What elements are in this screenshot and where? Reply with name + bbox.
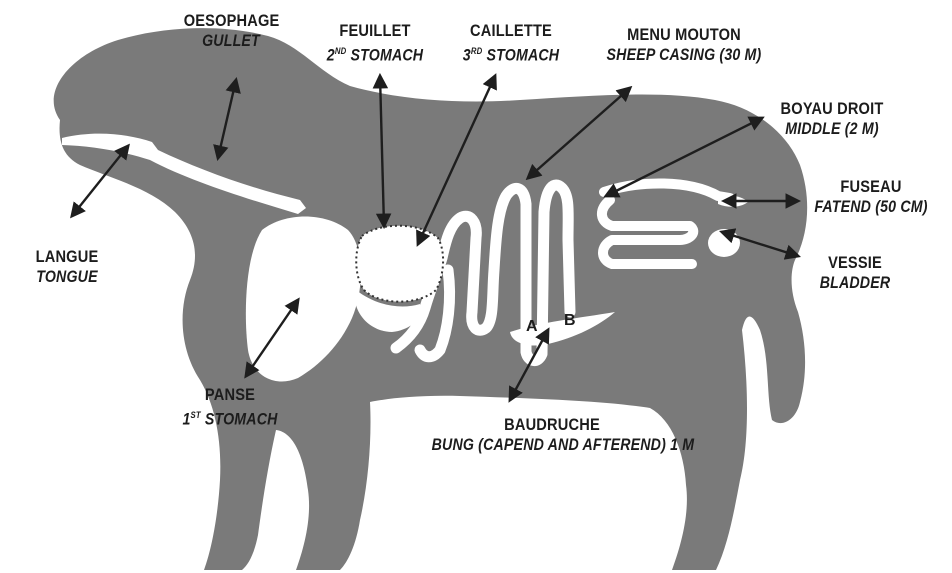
label-menu-mouton-fr: MENU MOUTON (589, 24, 778, 45)
label-boyau-droit-en: MIDDLE (2 M) (763, 119, 901, 140)
label-caillette-fr: CAILLETTE (447, 20, 576, 41)
label-caillette-en-rest: STOMACH (482, 47, 559, 65)
label-baudruche: BAUDRUCHE BUNG (CAPEND AND AFTEREND) 1 M (412, 414, 692, 456)
label-feuillet-fr: FEUILLET (311, 20, 440, 41)
label-langue-en: TONGUE (20, 267, 115, 288)
label-panse-en-num: 1 (182, 411, 190, 429)
label-caillette-en-sup: RD (471, 46, 483, 56)
label-fuseau: FUSEAU FATEND (50 CM) (796, 176, 946, 218)
label-vessie-en: BLADDER (808, 273, 903, 294)
label-fuseau-en: FATEND (50 CM) (807, 197, 936, 218)
label-menu-mouton: MENU MOUTON SHEEP CASING (30 M) (574, 24, 794, 66)
label-fuseau-fr: FUSEAU (807, 176, 936, 197)
label-panse-fr: PANSE (170, 384, 290, 405)
label-feuillet-en-sup: ND (335, 46, 347, 56)
label-oesophage-en: GULLET (184, 31, 279, 52)
label-langue: LANGUE TONGUE (12, 246, 122, 288)
label-panse: PANSE 1ST STOMACH (160, 384, 300, 431)
label-baudruche-en: BUNG (CAPEND AND AFTEREND) 1 M (432, 435, 673, 456)
label-panse-en: 1ST STOMACH (170, 405, 290, 431)
label-vessie-fr: VESSIE (808, 252, 903, 273)
label-vessie: VESSIE BLADDER (800, 252, 910, 294)
label-feuillet-en: 2ND STOMACH (311, 41, 440, 67)
label-langue-fr: LANGUE (20, 246, 115, 267)
label-boyau-droit-fr: BOYAU DROIT (763, 98, 901, 119)
label-baudruche-fr: BAUDRUCHE (432, 414, 673, 435)
label-boyau-droit: BOYAU DROIT MIDDLE (2 M) (752, 98, 912, 140)
label-caillette-en: 3RD STOMACH (447, 41, 576, 67)
label-feuillet-en-rest: STOMACH (346, 47, 423, 65)
label-panse-en-sup: ST (191, 410, 201, 420)
label-menu-mouton-en: SHEEP CASING (30 M) (589, 45, 778, 66)
label-caillette: CAILLETTE 3RD STOMACH (436, 20, 586, 67)
marker-b: B (564, 312, 576, 330)
label-oesophage-fr: OESOPHAGE (184, 10, 279, 31)
label-oesophage: OESOPHAGE GULLET (176, 10, 286, 52)
label-feuillet: FEUILLET 2ND STOMACH (300, 20, 450, 67)
marker-a: A (526, 318, 538, 336)
label-panse-en-rest: STOMACH (201, 411, 278, 429)
